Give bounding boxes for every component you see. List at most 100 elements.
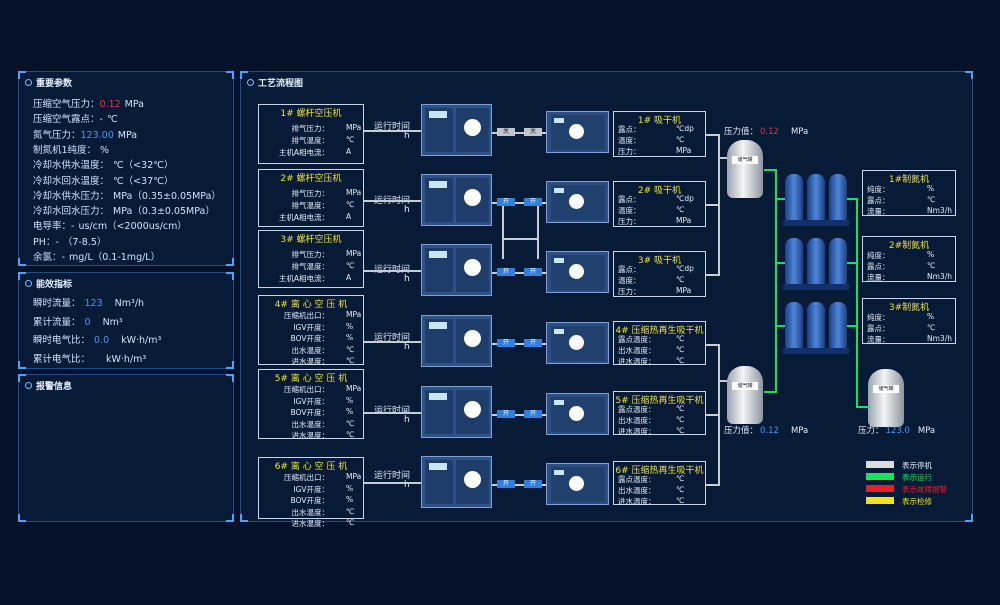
process-title: 工艺流程图 — [247, 76, 303, 89]
compressor-screen — [429, 111, 447, 118]
pipe — [706, 414, 719, 416]
runtime-unit: h — [404, 342, 410, 352]
dryer-unit[interactable] — [546, 111, 609, 153]
centrifugal-compressor-info-label: IGV开度： — [293, 484, 329, 494]
nitrogen-generator-info-unit: ℃ — [927, 261, 936, 270]
inlet-valve[interactable]: 开 — [497, 410, 515, 418]
legend-label: 表示故障报警 — [902, 485, 947, 494]
inlet-valve[interactable]: 开 — [497, 198, 515, 206]
run-pipe — [856, 198, 858, 408]
compressor-unit[interactable] — [421, 456, 492, 508]
dryer-info-unit: ℃ — [676, 404, 685, 413]
compressor-screen — [429, 251, 447, 258]
dryer-info-label: 温度： — [618, 206, 641, 215]
dryer-info-unit: ℃ — [676, 474, 685, 483]
generator-column — [807, 174, 825, 220]
dryer-unit[interactable] — [546, 463, 609, 505]
param-unit: ℃（<32℃） — [113, 160, 174, 172]
compressor-unit[interactable] — [421, 174, 492, 226]
centrifugal-compressor-info-unit: % — [346, 407, 354, 416]
runtime-unit: h — [404, 480, 410, 490]
outlet-valve[interactable]: 开 — [524, 480, 542, 488]
param-unit: us/cm（<2000us/cm） — [78, 221, 187, 233]
nitrogen-generator-info-unit: Nm3/h — [927, 206, 952, 215]
screw-compressor-info-label: 排气压力： — [291, 124, 330, 133]
param-unit: MPa（0.35±0.05MPa） — [113, 190, 221, 202]
inlet-valve[interactable]: 关 — [497, 128, 515, 136]
compressor-unit[interactable] — [421, 244, 492, 296]
centrifugal-compressor-info-label: 进水温度： — [291, 431, 330, 440]
param-row: PH：-（7-8.5） — [33, 234, 106, 248]
air-tank-bottom[interactable]: 储气罐 — [727, 366, 763, 424]
inlet-valve[interactable]: 开 — [497, 268, 515, 276]
compressor-unit[interactable] — [421, 315, 492, 367]
nitrogen-generator-unit[interactable] — [783, 168, 849, 226]
dryer-info-label: 压力： — [618, 217, 641, 226]
legend-swatch — [866, 473, 894, 480]
pipe — [492, 484, 546, 486]
dryer-screen — [554, 329, 564, 334]
inlet-valve[interactable]: 开 — [497, 339, 515, 347]
runtime-label: 运行时间 — [374, 122, 411, 132]
dryer-info-unit: ℃ — [676, 135, 685, 144]
compressor-unit[interactable] — [421, 386, 492, 438]
compressor-unit[interactable] — [421, 104, 492, 156]
dryer-unit[interactable] — [546, 251, 609, 293]
runtime-label: 运行时间 — [374, 471, 411, 481]
air-tank-top[interactable]: 储气罐 — [727, 140, 763, 198]
compressor-fan-icon — [464, 189, 481, 206]
dryer-unit[interactable] — [546, 181, 609, 223]
dryer-info-label: 压力： — [618, 147, 641, 156]
param-row: 冷却水回水压力：MPa（0.3±0.05MPa） — [33, 203, 215, 217]
dryer-screen — [554, 188, 564, 193]
dryer-info-label: 露点温度： — [618, 405, 656, 414]
generator-column — [829, 238, 847, 284]
dryer-unit[interactable] — [546, 393, 609, 435]
param-value: - — [71, 221, 75, 233]
compressor-fan-icon — [464, 471, 481, 488]
energy-label: 瞬时电气比： — [33, 335, 91, 346]
outlet-valve[interactable]: 开 — [524, 339, 542, 347]
outlet-valve[interactable]: 开 — [524, 410, 542, 418]
nitrogen-generator-unit[interactable] — [783, 296, 849, 354]
param-unit: ℃（<37℃） — [113, 175, 174, 187]
outlet-valve[interactable]: 开 — [524, 198, 542, 206]
centrifugal-compressor-info-unit: ℃ — [346, 506, 355, 516]
centrifugal-compressor-info-label: 出水温度： — [291, 345, 330, 355]
dryer-unit[interactable] — [546, 322, 609, 364]
outlet-valve[interactable]: 开 — [524, 268, 542, 276]
param-unit: MPa — [124, 99, 144, 110]
nitrogen-generator-unit[interactable] — [783, 232, 849, 290]
screw-compressor-info-label: 主机A相电流： — [278, 274, 329, 283]
param-value: 123.00 — [80, 129, 114, 141]
centrifugal-compressor-info-unit: % — [346, 395, 354, 405]
screw-compressor-info-label: 排气温度： — [291, 136, 330, 145]
outlet-valve[interactable]: 关 — [524, 128, 542, 136]
legend-swatch — [866, 485, 894, 492]
compressor-screen — [429, 181, 447, 188]
dryer-screen — [554, 470, 564, 475]
nitrogen-generator-info-title: 2#制氮机 — [888, 241, 930, 251]
inlet-valve[interactable]: 开 — [497, 480, 515, 488]
pipe — [706, 204, 719, 206]
nitrogen-tank[interactable]: 储气罐 — [868, 369, 904, 427]
